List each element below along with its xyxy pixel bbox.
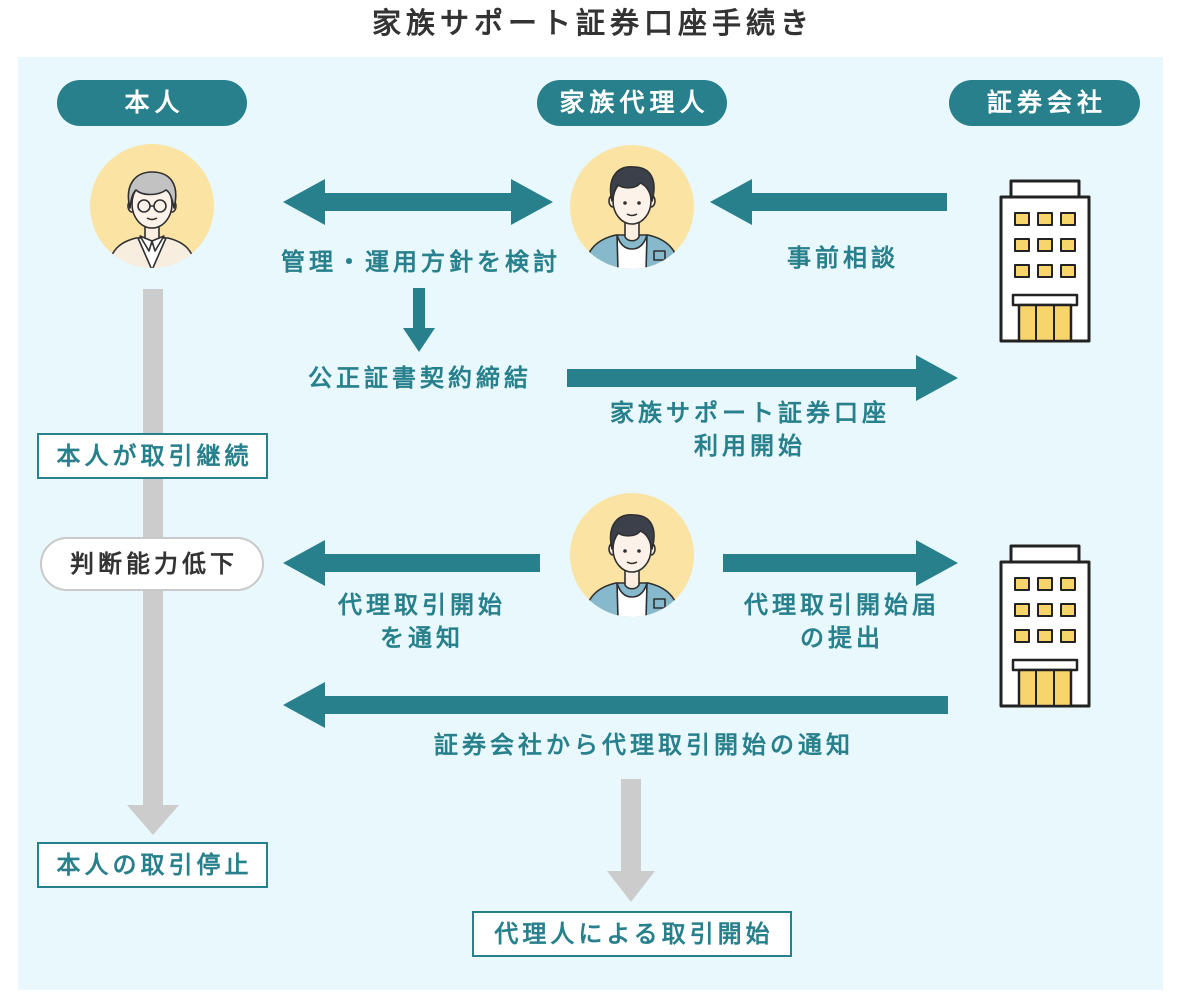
- office-building-icon: [999, 544, 1091, 708]
- column-header-principal: 本人: [57, 80, 247, 126]
- building-entrance: [1017, 303, 1073, 343]
- label-service-start-line2: 利用開始: [694, 432, 806, 460]
- column-header-agent: 家族代理人: [537, 80, 727, 126]
- arrow-down-to-contract: [403, 288, 435, 352]
- agent-trading-start-box: 代理人による取引開始: [472, 911, 792, 957]
- column-header-company: 証券会社: [949, 80, 1140, 126]
- label-company-notice: 証券会社から代理取引開始の通知: [434, 731, 854, 759]
- label-agent-notice-line2: を通知: [380, 624, 464, 652]
- label-agent-notice-line1: 代理取引開始: [338, 591, 506, 619]
- principal-continues-trading-box: 本人が取引継続: [37, 433, 268, 479]
- label-service-start-line1: 家族サポート証券口座: [610, 399, 890, 427]
- building-windows: [1014, 212, 1076, 278]
- label-notarized-contract: 公正証書契約締結: [308, 364, 532, 392]
- label-prior-consultation: 事前相談: [787, 244, 899, 272]
- arrow-contract-to-company: [567, 355, 958, 401]
- label-policy-review: 管理・運用方針を検討: [281, 248, 561, 276]
- double-arrow-principal-agent: [283, 179, 553, 225]
- building-windows: [1014, 577, 1076, 643]
- arrow-agent-to-principal: [283, 540, 540, 586]
- arrow-company-to-agent: [710, 179, 947, 225]
- arrow-company-to-principal: [283, 682, 948, 728]
- young-man-icon: [570, 493, 694, 617]
- young-man-icon: [570, 145, 694, 269]
- diagram-title: 家族サポート証券口座手続き: [371, 6, 814, 40]
- elderly-person-icon: [90, 144, 214, 268]
- capacity-decline-capsule: 判断能力低下: [40, 537, 264, 591]
- glasses: [137, 199, 167, 213]
- label-agent-form-line2: の提出: [800, 624, 884, 652]
- principal-trading-stops-box: 本人の取引停止: [37, 842, 268, 888]
- label-agent-form-line1: 代理取引開始届: [744, 591, 940, 619]
- office-building-icon: [999, 179, 1091, 343]
- arrow-agent-to-company: [723, 540, 958, 586]
- arrow-down-to-agent-outcome: [607, 779, 655, 902]
- building-entrance: [1017, 668, 1073, 708]
